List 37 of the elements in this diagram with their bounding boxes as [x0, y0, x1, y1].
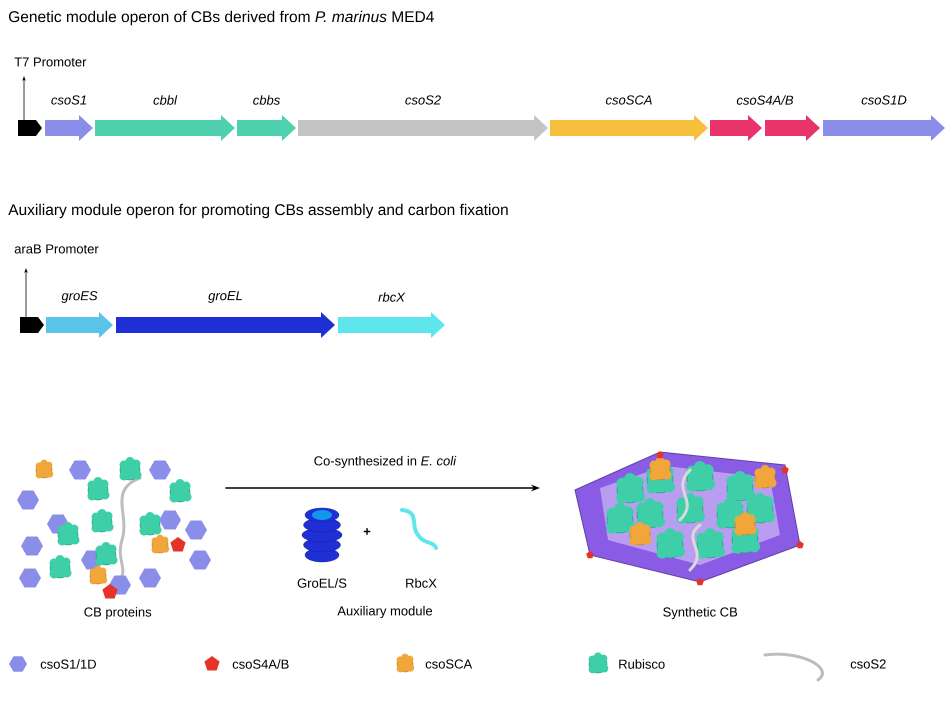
legend-label: csoS2	[850, 659, 886, 669]
heading: Auxiliary module operon for promoting CBs assembly and carbon fixation	[8, 204, 508, 218]
gene-block	[550, 115, 708, 141]
gene-label: groES	[61, 291, 98, 303]
gene-label: csoS1D	[862, 95, 906, 105]
legend-label: Rubisco	[619, 659, 665, 669]
gene-label: csoS2	[405, 95, 441, 105]
heading: Genetic module operon of CBs derived from P. marinus MED4	[9, 10, 434, 26]
legend-label: csoS4A/B	[232, 659, 289, 669]
gene-label: csoS1	[51, 95, 86, 105]
gene-label: cbbs	[253, 95, 280, 105]
gene-label: cbbl	[154, 95, 178, 105]
edge-label: Co-synthesized in E. coli	[314, 456, 456, 468]
legend-label: csoS1/1D	[40, 659, 96, 669]
gene-label: csoS4A/B	[736, 95, 794, 105]
module-label: Auxiliary module	[337, 606, 432, 618]
legend-label: csoSCA	[426, 659, 472, 669]
picture-caption: CB proteins	[84, 607, 152, 620]
promoter-label: araB Promoter	[14, 244, 98, 254]
gene-label: csoSCA	[606, 95, 652, 105]
gene-block	[116, 312, 335, 338]
gene-block	[710, 115, 762, 141]
plus-sign: +	[364, 528, 370, 535]
gene-block	[338, 312, 445, 338]
gene-label: groEL	[208, 291, 242, 303]
gene-label: rbcX	[378, 292, 406, 302]
molecule-label: GroEL/S	[298, 578, 346, 588]
gene-block	[298, 115, 548, 141]
picture-caption: Synthetic CB	[663, 607, 738, 620]
gene-block	[95, 115, 235, 141]
molecule-label: RbcX	[406, 578, 437, 588]
gene-block	[46, 312, 113, 338]
promoter-label: T7 Promoter	[14, 57, 86, 67]
gene-block	[765, 115, 820, 141]
gene-block	[237, 115, 296, 141]
gene-block	[45, 115, 93, 141]
gene-block	[823, 115, 945, 141]
